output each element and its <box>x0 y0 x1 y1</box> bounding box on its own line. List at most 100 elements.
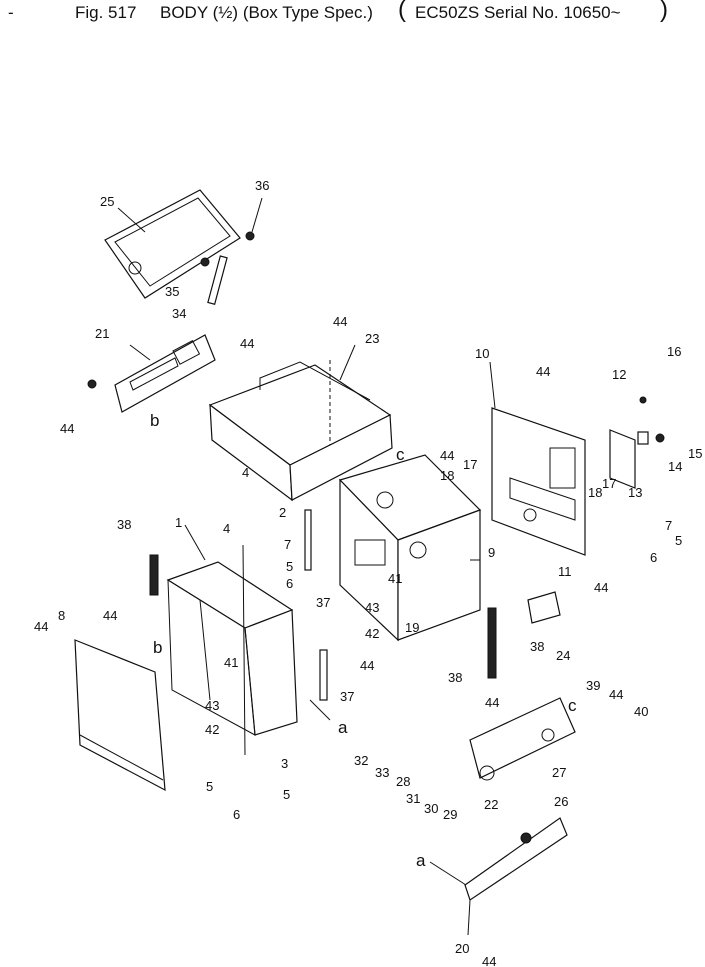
callout-5: 5 <box>283 787 290 802</box>
callout-33: 33 <box>375 765 389 780</box>
figure-number: Fig. 517 <box>75 3 137 22</box>
callout-38: 38 <box>448 670 462 685</box>
callout-41: 41 <box>224 655 238 670</box>
callout-32: 32 <box>354 753 368 768</box>
callout-1: 1 <box>175 515 182 530</box>
callout-44: 44 <box>536 364 550 379</box>
callout-30: 30 <box>424 801 438 816</box>
part-21-side-plate <box>87 334 216 413</box>
callout-43: 43 <box>365 600 379 615</box>
callout-21: 21 <box>95 326 109 341</box>
leader-lines <box>117 197 496 936</box>
callout-4: 4 <box>223 521 230 536</box>
callout-5: 5 <box>675 533 682 548</box>
ref-letter-c-lower: c <box>568 696 577 715</box>
callout-38: 38 <box>117 517 131 532</box>
callout-17: 17 <box>602 476 616 491</box>
part-3-rod <box>242 544 246 756</box>
callout-15: 15 <box>688 446 702 461</box>
part-37-strip-upper <box>304 509 312 571</box>
model-bracket-right: ) <box>660 0 668 23</box>
callout-29: 29 <box>443 807 457 822</box>
model-serial: EC50ZS Serial No. 10650~ <box>415 3 621 22</box>
callout-20: 20 <box>455 941 469 956</box>
part-38-strip-left <box>149 554 159 596</box>
callout-26: 26 <box>554 794 568 809</box>
callout-14: 14 <box>668 459 682 474</box>
callout-43: 43 <box>205 698 219 713</box>
callout-39: 39 <box>586 678 600 693</box>
callout-44: 44 <box>485 695 499 710</box>
callout-7: 7 <box>284 537 291 552</box>
callout-44: 44 <box>594 580 608 595</box>
part-20-bottom-plate <box>464 817 568 901</box>
callout-18: 18 <box>588 485 602 500</box>
callout-44: 44 <box>440 448 454 463</box>
callout-25: 25 <box>100 194 114 209</box>
part-13-hinge-plate <box>609 396 665 489</box>
callout-7: 7 <box>665 518 672 533</box>
part-8-front-panel <box>74 639 166 792</box>
reference-letters: b b c c a a <box>150 411 577 870</box>
callout-4: 4 <box>242 465 249 480</box>
callout-37: 37 <box>316 595 330 610</box>
callout-6: 6 <box>233 807 240 822</box>
callout-9: 9 <box>488 545 495 560</box>
part-24-rear-door <box>469 697 576 781</box>
callout-38: 38 <box>530 639 544 654</box>
part-35-34-latch <box>200 255 228 305</box>
callouts-layer: 25 36 35 34 21 44 44 44 23 44 10 44 12 1… <box>34 178 702 967</box>
part-1-front-box <box>166 561 298 736</box>
callout-41: 41 <box>388 571 402 586</box>
ref-letter-c-upper: c <box>396 445 405 464</box>
figure-title: BODY (½) (Box Type Spec.) <box>160 3 373 22</box>
callout-28: 28 <box>396 774 410 789</box>
part-23-top-cover <box>208 360 393 502</box>
callout-5: 5 <box>286 559 293 574</box>
callout-17: 17 <box>463 457 477 472</box>
callout-31: 31 <box>406 791 420 806</box>
ref-letter-a-upper: a <box>338 718 348 737</box>
callout-22: 22 <box>484 797 498 812</box>
callout-18: 18 <box>440 468 454 483</box>
callout-11: 11 <box>558 564 572 579</box>
ref-letter-a-lower: a <box>416 851 426 870</box>
part-10-right-panel <box>491 407 586 556</box>
callout-12: 12 <box>612 367 626 382</box>
callout-44: 44 <box>482 954 496 967</box>
callout-44: 44 <box>60 421 74 436</box>
caption-dash: - <box>8 3 14 22</box>
callout-16: 16 <box>667 344 681 359</box>
callout-27: 27 <box>552 765 566 780</box>
callout-10: 10 <box>475 346 489 361</box>
callout-44: 44 <box>240 336 254 351</box>
callout-42: 42 <box>365 626 379 641</box>
callout-5: 5 <box>206 779 213 794</box>
callout-6: 6 <box>286 576 293 591</box>
callout-35: 35 <box>165 284 179 299</box>
callout-44: 44 <box>609 687 623 702</box>
ref-letter-b-upper: b <box>150 411 159 430</box>
callout-44: 44 <box>333 314 347 329</box>
callout-23: 23 <box>365 331 379 346</box>
part-9-body-frame <box>338 454 482 642</box>
part-11-cover-plate <box>527 591 561 624</box>
figure-caption: - Fig. 517 BODY (½) (Box Type Spec.) ( E… <box>0 0 705 28</box>
callout-24: 24 <box>556 648 570 663</box>
callout-36: 36 <box>255 178 269 193</box>
callout-44: 44 <box>360 658 374 673</box>
ref-letter-b-lower: b <box>153 638 162 657</box>
part-38-strip-right <box>487 607 497 679</box>
callout-37: 37 <box>340 689 354 704</box>
part-37-strip-lower <box>319 649 328 701</box>
model-bracket-left: ( <box>398 0 406 23</box>
callout-13: 13 <box>628 485 642 500</box>
callout-44: 44 <box>103 608 117 623</box>
callout-34: 34 <box>172 306 186 321</box>
callout-2: 2 <box>279 505 286 520</box>
callout-40: 40 <box>634 704 648 719</box>
callout-8: 8 <box>58 608 65 623</box>
callout-3: 3 <box>281 756 288 771</box>
